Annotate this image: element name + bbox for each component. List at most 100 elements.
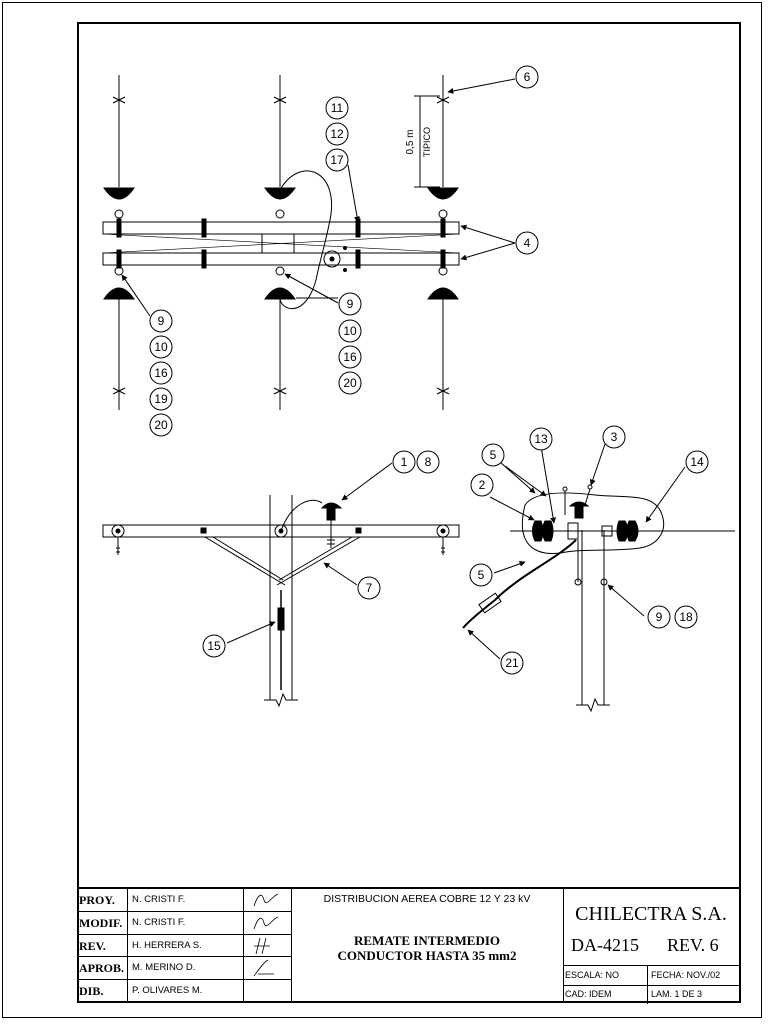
bolt bbox=[116, 218, 446, 269]
role-label: DIB. bbox=[79, 984, 104, 999]
callout-label: 18 bbox=[679, 610, 693, 624]
crossarm bbox=[102, 252, 460, 266]
callout-label: 3 bbox=[611, 430, 618, 444]
callout-label: 17 bbox=[330, 153, 344, 167]
callout-bubble bbox=[685, 450, 709, 474]
callout-bubble bbox=[202, 634, 226, 658]
sheet-cell: LAM. 1 DE 3 bbox=[651, 989, 703, 999]
callout-bubble bbox=[529, 427, 553, 451]
plan-view bbox=[102, 75, 516, 410]
cad-cell: CAD: IDEM bbox=[565, 989, 612, 999]
callout-label: 12 bbox=[330, 127, 344, 141]
bracket bbox=[323, 250, 341, 268]
callout-bubble bbox=[325, 96, 349, 120]
callout-bubble bbox=[416, 450, 440, 474]
role-label: PROY. bbox=[79, 893, 115, 907]
callout-bubble bbox=[469, 563, 493, 587]
guy-wire bbox=[462, 539, 577, 629]
callout-bubble bbox=[500, 651, 524, 675]
callout-bubble bbox=[325, 122, 349, 146]
callout-bubble bbox=[470, 473, 494, 497]
callout-label: 7 bbox=[366, 581, 373, 595]
callout-bubble bbox=[338, 371, 362, 395]
role-label: REV. bbox=[79, 938, 106, 953]
info-grid: ESCALA: NO FECHA: NOV./02 CAD: IDEM LAM.… bbox=[563, 965, 739, 1004]
callout-bubble bbox=[338, 319, 362, 343]
callout-label: 9 bbox=[656, 610, 663, 624]
callout-bubble bbox=[515, 231, 539, 255]
approval-row: REV. H. HERRERA S. bbox=[77, 934, 291, 958]
approval-row: APROB. M. MERINO D. bbox=[77, 957, 291, 981]
strain-insulator bbox=[478, 592, 502, 614]
callout-bubble bbox=[515, 65, 539, 89]
callout-bubble bbox=[149, 335, 173, 359]
dimension-note: TIPICO bbox=[422, 127, 432, 157]
suspension-insulator bbox=[532, 520, 639, 542]
role-label: MODIF. bbox=[79, 915, 123, 930]
break-mark bbox=[576, 697, 610, 713]
scale-cell: ESCALA: NO bbox=[565, 970, 620, 980]
signature bbox=[243, 957, 291, 980]
company-area: CHILECTRA S.A. DA-4215 REV. 6 ESCALA: NO… bbox=[563, 889, 739, 1004]
callout-bubble bbox=[481, 443, 505, 467]
callout-label: 8 bbox=[425, 455, 432, 469]
callout-bubble bbox=[392, 450, 416, 474]
signature bbox=[243, 934, 291, 957]
callout-label: 11 bbox=[331, 101, 344, 115]
callout-label: 13 bbox=[534, 432, 548, 446]
callout-label: 10 bbox=[154, 340, 168, 354]
callout-label: 19 bbox=[154, 392, 168, 406]
callout-label: 16 bbox=[343, 350, 357, 364]
callout-label: 16 bbox=[154, 366, 168, 380]
pin-insulator bbox=[320, 502, 343, 509]
crossarm bbox=[102, 221, 460, 235]
person-name: M. MERINO D. bbox=[127, 957, 243, 980]
person-name: N. CRISTI F. bbox=[127, 911, 243, 934]
insulator bbox=[103, 187, 459, 300]
title-block: PROY. N. CRISTI F. MODIF. N. CRISTI F. R… bbox=[77, 887, 741, 1004]
drawing-title-line: REMATE INTERMEDIO bbox=[353, 933, 501, 948]
dimension-value: 0,5 m bbox=[405, 129, 416, 154]
callout-label: 4 bbox=[524, 236, 531, 250]
pole-section bbox=[261, 233, 295, 254]
title-area: DISTRIBUCION AEREA COBRE 12 Y 23 kV REMA… bbox=[291, 889, 564, 1003]
callout-bubble bbox=[149, 413, 173, 437]
revision-number: REV. 6 bbox=[667, 935, 719, 955]
callout-bubble bbox=[338, 292, 362, 316]
jumper-cable bbox=[280, 499, 323, 532]
signature bbox=[243, 889, 291, 911]
callout-bubble bbox=[149, 361, 173, 385]
callout-label: 10 bbox=[343, 324, 357, 338]
callout-label: 20 bbox=[343, 376, 357, 390]
approval-row: MODIF. N. CRISTI F. bbox=[77, 911, 291, 935]
break-mark bbox=[264, 692, 298, 708]
callout-label: 9 bbox=[158, 314, 165, 328]
signature bbox=[243, 911, 291, 934]
callout-bubble bbox=[602, 425, 626, 449]
callout-label: 2 bbox=[479, 478, 486, 492]
callout-label: 5 bbox=[490, 448, 497, 462]
callout-label: 21 bbox=[505, 656, 519, 670]
person-name: H. HERRERA S. bbox=[127, 934, 243, 957]
callout-label: 5 bbox=[478, 568, 485, 582]
break-mark bbox=[112, 96, 450, 395]
company-name: CHILECTRA S.A. bbox=[575, 903, 727, 925]
drawing-title: REMATE INTERMEDIO CONDUCTOR HASTA 35 mm2 bbox=[291, 933, 563, 963]
callout-bubble bbox=[674, 605, 698, 629]
callout-label: 15 bbox=[207, 639, 221, 653]
callout-label: 9 bbox=[347, 297, 354, 311]
brace bbox=[204, 536, 286, 586]
callout-label: 1 bbox=[401, 455, 408, 469]
callout-bubble bbox=[149, 387, 173, 411]
callout-bubble bbox=[357, 576, 381, 600]
signature bbox=[243, 980, 291, 1003]
callout-bubble bbox=[149, 309, 173, 333]
brace bbox=[276, 536, 361, 586]
date-cell: FECHA: NOV./02 bbox=[651, 970, 721, 980]
drawing-subtitle: DISTRIBUCION AEREA COBRE 12 Y 23 kV bbox=[323, 893, 531, 905]
approval-table: PROY. N. CRISTI F. MODIF. N. CRISTI F. R… bbox=[77, 889, 292, 1003]
approval-row: PROY. N. CRISTI F. bbox=[77, 889, 291, 912]
